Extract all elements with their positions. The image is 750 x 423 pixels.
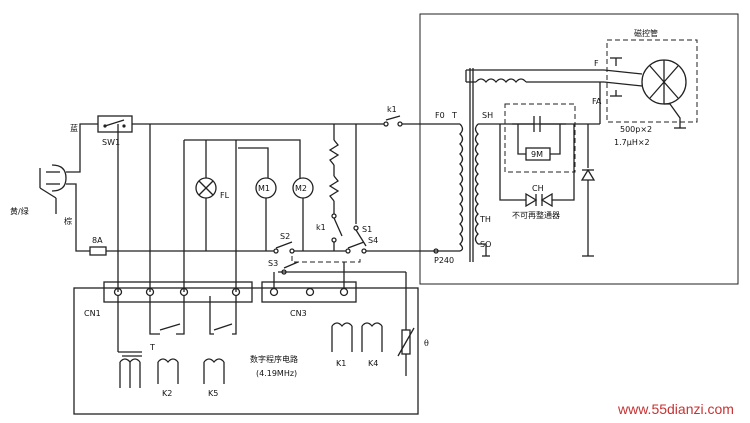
motor-m1 bbox=[238, 147, 277, 251]
ch-label: CH bbox=[532, 184, 544, 193]
relay-coil-k4 bbox=[361, 322, 383, 352]
hv-diode bbox=[580, 124, 596, 257]
monitor-switch-s3 bbox=[278, 261, 407, 330]
oven-lamp-fl bbox=[195, 140, 217, 251]
interlock-switch-s1 bbox=[353, 225, 367, 247]
f-label: F bbox=[594, 59, 599, 68]
ind-spec-label: 1.7μH×2 bbox=[614, 138, 650, 147]
not-replaceable-label: 不可再整通器 bbox=[512, 210, 560, 220]
wire-yellow-green-label: 黄/绿 bbox=[10, 206, 29, 216]
m1-label: M1 bbox=[258, 184, 270, 193]
magnetron bbox=[599, 59, 687, 129]
relay-k5 bbox=[203, 296, 237, 384]
k1-mid-label: k1 bbox=[316, 223, 326, 232]
cap-spec-label: 500p×2 bbox=[620, 125, 652, 134]
connector-cn3 bbox=[261, 281, 357, 303]
k1-top-label: k1 bbox=[387, 105, 397, 114]
theta-label: θ bbox=[424, 339, 429, 348]
s2-label: S2 bbox=[280, 232, 290, 241]
connector-cn1 bbox=[103, 281, 253, 303]
hv-capacitor bbox=[512, 116, 566, 132]
relay-k2 bbox=[149, 296, 185, 384]
relay-coil-k1 bbox=[331, 322, 353, 352]
fa-label: FA bbox=[592, 97, 602, 106]
cn3-label: CN3 bbox=[290, 309, 307, 318]
door-switch-sw1 bbox=[97, 115, 133, 133]
p240-label: P240 bbox=[434, 256, 454, 265]
sw1-label: SW1 bbox=[102, 138, 120, 147]
sh-label: SH bbox=[482, 111, 493, 120]
interlock-switch-s4 bbox=[345, 241, 367, 254]
k2-label: K2 bbox=[162, 389, 172, 398]
small-transformer-t bbox=[117, 296, 142, 388]
s1-label: S1 bbox=[362, 225, 372, 234]
resistor-9m-label: 9M bbox=[531, 150, 543, 159]
magnetron-label: 磁控管 bbox=[634, 28, 658, 38]
t-small-label: T bbox=[149, 343, 155, 352]
interlock-switch-s2 bbox=[273, 241, 295, 254]
thermistor bbox=[397, 327, 415, 376]
t-transformer-label: T bbox=[451, 111, 457, 120]
magnetron-shield-box bbox=[606, 39, 698, 123]
resistor-chain bbox=[328, 124, 343, 251]
mains-plug bbox=[39, 164, 67, 214]
k1-coil-label: K1 bbox=[336, 359, 346, 368]
wire-brown-label: 棕 bbox=[64, 216, 72, 226]
s3-label: S3 bbox=[268, 259, 278, 268]
s4-label: S4 bbox=[368, 236, 378, 245]
capacitor-module-box bbox=[504, 103, 576, 173]
fuse-label: 8A bbox=[92, 236, 103, 245]
watermark: www.55dianzi.com bbox=[617, 401, 734, 417]
motor-m2 bbox=[268, 139, 314, 251]
high-voltage-transformer bbox=[459, 68, 604, 262]
m2-label: M2 bbox=[295, 184, 307, 193]
k5-label: K5 bbox=[208, 389, 218, 398]
th-label: TH bbox=[479, 215, 491, 224]
resistor-9m bbox=[517, 124, 561, 161]
k4-coil-label: K4 bbox=[368, 359, 378, 368]
ch-protector bbox=[499, 124, 575, 208]
digital-frequency-label: (4.19MHz) bbox=[256, 369, 297, 378]
control-board-box bbox=[73, 287, 419, 415]
wire-blue-label: 蓝 bbox=[70, 123, 78, 133]
digital-circuit-label: 数字程序电路 bbox=[250, 354, 298, 364]
high-voltage-section-box bbox=[419, 13, 739, 285]
fuse-8a bbox=[89, 246, 107, 256]
fo-label: F0 bbox=[435, 111, 445, 120]
fl-label: FL bbox=[220, 191, 230, 200]
filter-capacitors bbox=[610, 57, 622, 97]
cn1-label: CN1 bbox=[84, 309, 101, 318]
relay-contact-k1-top bbox=[383, 115, 403, 127]
